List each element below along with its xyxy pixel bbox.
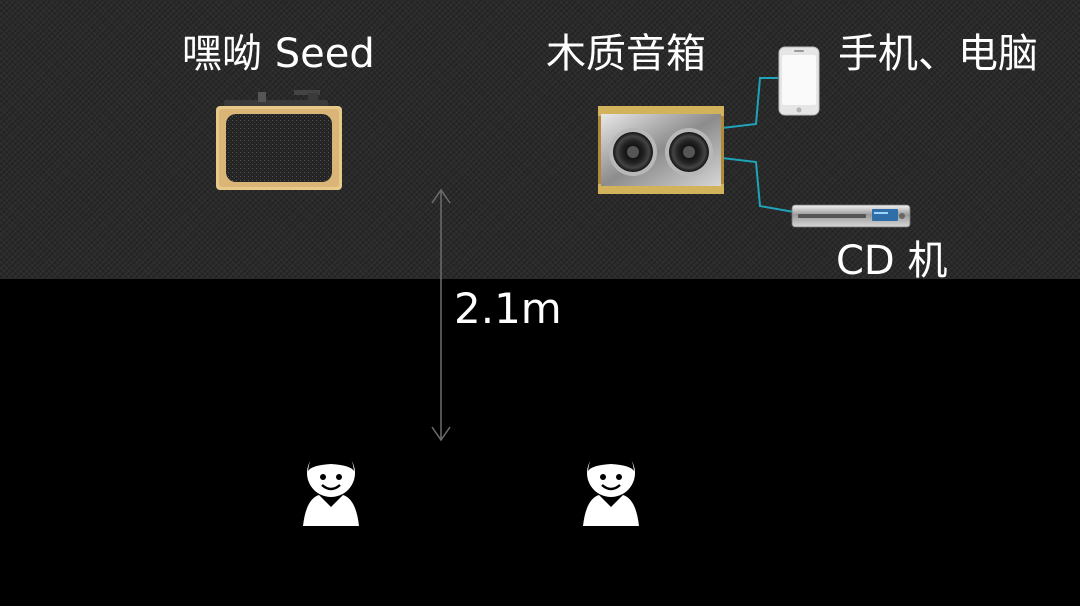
cd-player-icon — [790, 202, 912, 230]
person-icon — [580, 441, 642, 527]
speaker-icon — [598, 106, 724, 194]
cd-player-label: CD 机 — [836, 241, 947, 281]
seed-label: 嘿呦 Seed — [182, 34, 375, 74]
turntable-icon — [216, 88, 342, 190]
distance-label: 2.1m — [454, 288, 562, 330]
person-icon — [300, 441, 362, 527]
cable-speaker-to-phone — [722, 78, 778, 128]
phone-pc-label: 手机、电脑 — [838, 34, 1038, 74]
smartphone-icon — [778, 46, 820, 116]
cable-speaker-to-cd — [722, 158, 794, 212]
double-arrow-icon — [432, 190, 450, 440]
wood-speaker-label: 木质音箱 — [546, 34, 706, 74]
